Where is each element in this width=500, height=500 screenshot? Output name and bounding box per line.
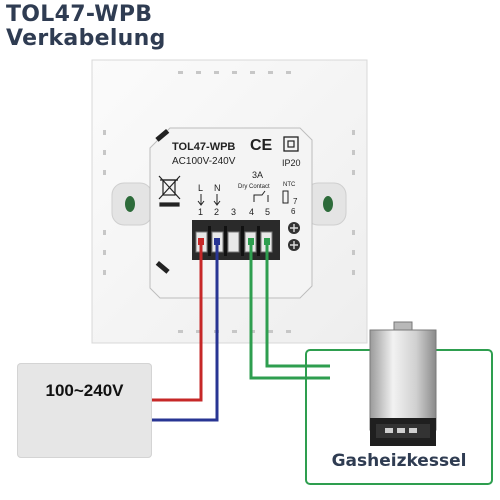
module-corner-tab	[155, 128, 170, 142]
mount-hole-right	[323, 196, 333, 212]
power-supply-card: 100~240V	[17, 363, 152, 458]
ntc-label: NTC	[283, 182, 296, 188]
wire-contact-5	[265, 240, 330, 368]
gas-boiler-icon	[369, 321, 437, 446]
terminal-number-3: 3	[231, 207, 236, 217]
double-insulation-icon	[283, 136, 299, 152]
ntc-pin-6: 6	[291, 207, 296, 216]
terminal-screws	[195, 231, 273, 253]
contact-current: 3A	[252, 170, 263, 180]
mount-hole-left	[125, 196, 135, 212]
ip-rating: IP20	[282, 158, 301, 168]
terminal-number-5: 5	[265, 207, 270, 217]
relay-contact-icon	[253, 190, 269, 202]
terminal-dividers	[208, 226, 260, 256]
boiler-label: Gasheizkessel	[331, 451, 467, 471]
terminal-number-2: 2	[214, 207, 219, 217]
module-voltage: AC100V-240V	[172, 156, 236, 167]
down-arrow-icon	[213, 194, 221, 206]
wire-live	[152, 240, 203, 402]
ce-mark: CE	[250, 137, 273, 154]
module-model: TOL47-WPB	[172, 141, 235, 153]
wire-contact-4	[249, 240, 330, 380]
page-subtitle: Verkabelung	[6, 26, 166, 51]
wire-neutral	[152, 240, 219, 422]
down-arrow-icon	[197, 194, 205, 206]
ntc-pin-7: 7	[293, 197, 298, 206]
power-voltage-label: 100~240V	[45, 381, 124, 400]
ntc-sensor-icon	[282, 190, 289, 204]
terminal-label-L: L	[198, 183, 203, 193]
module-corner-tab	[155, 260, 170, 274]
terminal-label-N: N	[214, 183, 221, 193]
terminal-number-4: 4	[249, 207, 254, 217]
contact-type: Dry Contact	[238, 184, 270, 190]
weee-bin-icon	[158, 175, 181, 207]
terminal-number-1: 1	[198, 207, 203, 217]
page-title: TOL47-WPB	[6, 2, 153, 27]
